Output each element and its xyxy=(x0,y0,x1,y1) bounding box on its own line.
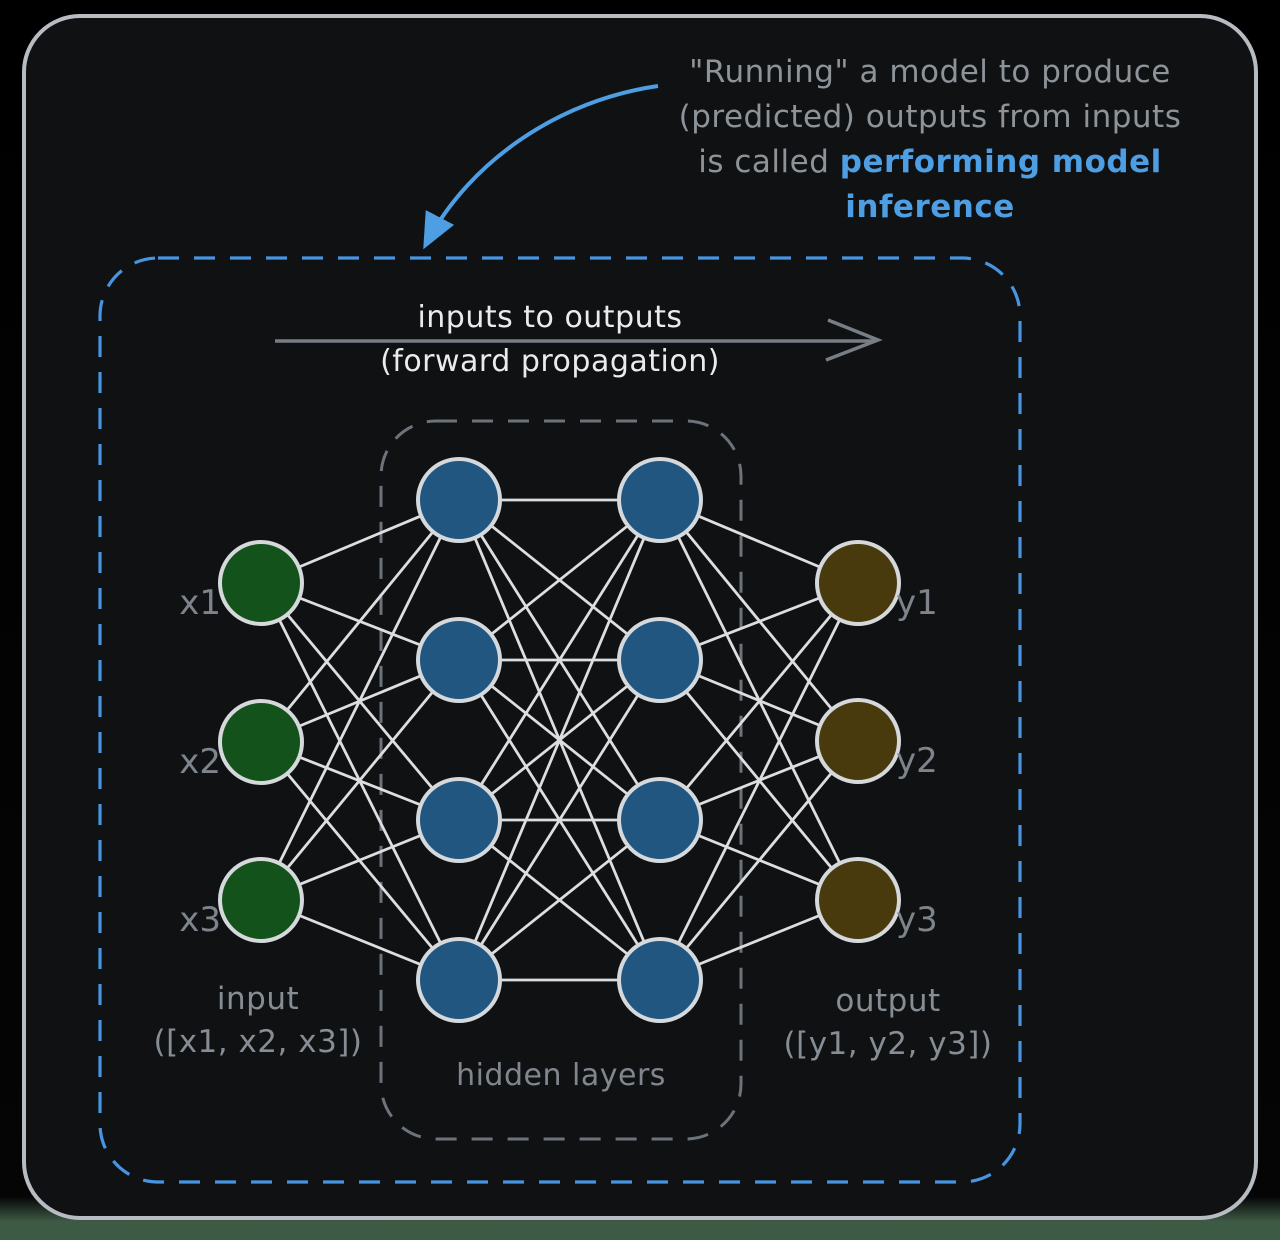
flow-subtitle: (forward propagation) xyxy=(380,344,720,379)
annotation-pointer-arrow xyxy=(423,84,659,250)
input-node-x3 xyxy=(218,857,304,943)
network-edge xyxy=(259,499,461,743)
diagram-card xyxy=(22,14,1258,1220)
forward-propagation-arrow xyxy=(275,318,883,362)
network-edge xyxy=(259,499,461,901)
network-edge xyxy=(457,499,662,981)
hidden-layers-box xyxy=(379,419,743,1141)
inference-note-line2: (predicted) outputs from inputs xyxy=(678,99,1182,135)
input-node-x1 xyxy=(218,540,304,626)
input-caption-vector: ([x1, x2, x3]) xyxy=(153,1024,363,1060)
network-edges xyxy=(259,498,860,982)
flow-title: inputs to outputs xyxy=(417,300,683,335)
hidden2-node-4 xyxy=(617,937,703,1023)
node-label-x1: x1 xyxy=(179,583,221,623)
inference-boundary-box xyxy=(98,256,1022,1184)
hidden1-node-1 xyxy=(416,457,502,543)
network-edge xyxy=(457,499,662,821)
network-edge xyxy=(457,659,662,981)
network-node-labels: x1 x2 x3 y1 y2 y3 xyxy=(179,583,938,940)
network-edge xyxy=(658,740,860,981)
output-caption: output ([y1, y2, y3]) xyxy=(738,980,1038,1066)
output-caption-title: output xyxy=(835,983,941,1019)
input-node-x2 xyxy=(218,699,304,785)
node-label-y1: y1 xyxy=(896,583,938,623)
node-label-y2: y2 xyxy=(896,741,938,781)
network-edge xyxy=(259,659,461,901)
hidden2-node-1 xyxy=(617,457,703,543)
network-edge xyxy=(658,582,860,981)
network-edge xyxy=(658,582,860,821)
hidden1-node-4 xyxy=(416,937,502,1023)
hidden1-node-3 xyxy=(416,777,502,863)
hidden-layers-caption: hidden layers xyxy=(456,1058,666,1093)
hidden2-node-2 xyxy=(617,617,703,703)
input-caption-title: input xyxy=(216,981,300,1017)
inference-note-line1: "Running" a model to produce xyxy=(689,54,1171,90)
output-caption-vector: ([y1, y2, y3]) xyxy=(783,1026,993,1062)
inference-note: "Running" a model to produce (predicted)… xyxy=(640,50,1220,230)
network-nodes xyxy=(218,457,901,1023)
node-label-y3: y3 xyxy=(896,900,938,940)
inference-highlight: performing model inference xyxy=(839,144,1162,225)
inference-note-line3: is called performing model inference xyxy=(698,144,1162,225)
output-node-y2 xyxy=(815,698,901,784)
output-node-y3 xyxy=(815,857,901,943)
output-node-y1 xyxy=(815,540,901,626)
input-caption: input ([x1, x2, x3]) xyxy=(108,978,408,1064)
node-label-x3: x3 xyxy=(179,900,221,940)
node-label-x2: x2 xyxy=(179,742,221,782)
hidden1-node-2 xyxy=(416,617,502,703)
hidden2-node-3 xyxy=(617,777,703,863)
